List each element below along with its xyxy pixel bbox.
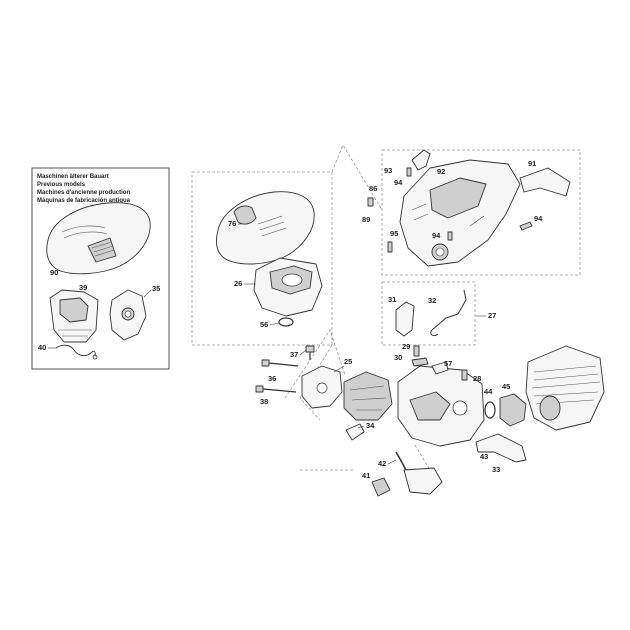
callout-37: 37 bbox=[290, 350, 298, 359]
callout-93: 93 bbox=[384, 166, 392, 175]
screw-28-part bbox=[461, 369, 468, 381]
callout-43: 43 bbox=[480, 452, 488, 461]
callout-57: 57 bbox=[444, 359, 452, 368]
impulse-hose-part bbox=[475, 433, 527, 463]
screw-29-part bbox=[413, 345, 420, 357]
callout-31: 31 bbox=[388, 295, 396, 304]
choke-lever-part bbox=[395, 301, 415, 337]
callout-86: 86 bbox=[369, 184, 377, 193]
callout-36: 36 bbox=[268, 374, 276, 383]
throttle-lever-part bbox=[345, 423, 365, 441]
flange-45-part bbox=[499, 393, 527, 427]
top-cover-group: 93 94 92 91 86 89 95 94 94 bbox=[362, 149, 571, 267]
callout-28: 28 bbox=[473, 374, 481, 383]
callout-91: 91 bbox=[528, 159, 536, 168]
callout-34: 34 bbox=[366, 421, 375, 430]
old-air-filter-part bbox=[49, 289, 99, 343]
callout-30: 30 bbox=[394, 353, 402, 362]
callout-90: 90 bbox=[50, 268, 58, 277]
callout-42: 42 bbox=[378, 459, 386, 468]
callout-35: 35 bbox=[152, 284, 160, 293]
screw-86-part bbox=[367, 197, 374, 207]
old-intake-part bbox=[109, 289, 147, 341]
fuel-filter-part bbox=[371, 477, 391, 497]
previous-models-box: Maschinen älterer Bauart Previous models… bbox=[31, 167, 170, 370]
top-cover-part bbox=[399, 159, 521, 267]
callout-92: 92 bbox=[437, 167, 445, 176]
callout-76: 76 bbox=[228, 219, 236, 228]
lower-bracket-part bbox=[403, 467, 443, 495]
deflector-part bbox=[519, 167, 571, 197]
legend-line-fr: Machines d'ancienne production bbox=[37, 190, 130, 196]
air-filter-part bbox=[253, 257, 323, 317]
callout-94c: 94 bbox=[534, 214, 543, 223]
callout-29: 29 bbox=[402, 342, 410, 351]
callout-44: 44 bbox=[484, 387, 493, 396]
callout-27: 27 bbox=[488, 311, 496, 320]
callout-40: 40 bbox=[38, 343, 46, 352]
washer-30-part bbox=[411, 357, 429, 367]
intake-group: 37 25 36 38 34 bbox=[255, 345, 393, 441]
callout-38: 38 bbox=[260, 397, 268, 406]
engine-group: 29 30 57 28 44 45 43 33 42 41 bbox=[362, 342, 605, 497]
choke-rod-part bbox=[430, 289, 467, 337]
old-top-cover-part bbox=[46, 202, 151, 275]
group-outlines bbox=[191, 144, 581, 471]
callout-95: 95 bbox=[390, 229, 398, 238]
callout-56: 56 bbox=[260, 320, 268, 329]
callout-33: 33 bbox=[492, 465, 500, 474]
part-57 bbox=[431, 361, 449, 375]
callout-25: 25 bbox=[344, 357, 352, 366]
callout-89: 89 bbox=[362, 215, 370, 224]
callout-41: 41 bbox=[362, 471, 370, 480]
callout-94b: 94 bbox=[432, 231, 441, 240]
air-filter-cover-part bbox=[216, 191, 315, 265]
callout-26: 26 bbox=[234, 279, 242, 288]
o-ring-part bbox=[278, 317, 294, 327]
bolt-38-part bbox=[255, 385, 297, 393]
filter-group: 76 26 56 bbox=[216, 191, 323, 329]
pin-part bbox=[387, 241, 393, 253]
screw-94-parts bbox=[406, 167, 533, 241]
cylinder-part bbox=[525, 345, 605, 431]
callout-32: 32 bbox=[428, 296, 436, 305]
legend-line-es: Máquinas de fabricación antigua bbox=[37, 198, 131, 204]
legend-line-de: Maschinen älterer Bauart bbox=[37, 174, 109, 180]
carburetor-part bbox=[343, 371, 393, 421]
old-wire-part bbox=[55, 344, 98, 360]
bolt-36-part bbox=[261, 359, 299, 367]
callout-45: 45 bbox=[502, 382, 510, 391]
choke-group: 31 32 27 bbox=[388, 289, 496, 337]
legend-line-en: Previous models bbox=[37, 182, 86, 188]
gasket-44-part bbox=[484, 401, 496, 419]
screw-37-part bbox=[305, 345, 315, 360]
callout-94a: 94 bbox=[394, 178, 403, 187]
callout-39: 39 bbox=[79, 283, 87, 292]
clip-part bbox=[411, 149, 431, 171]
